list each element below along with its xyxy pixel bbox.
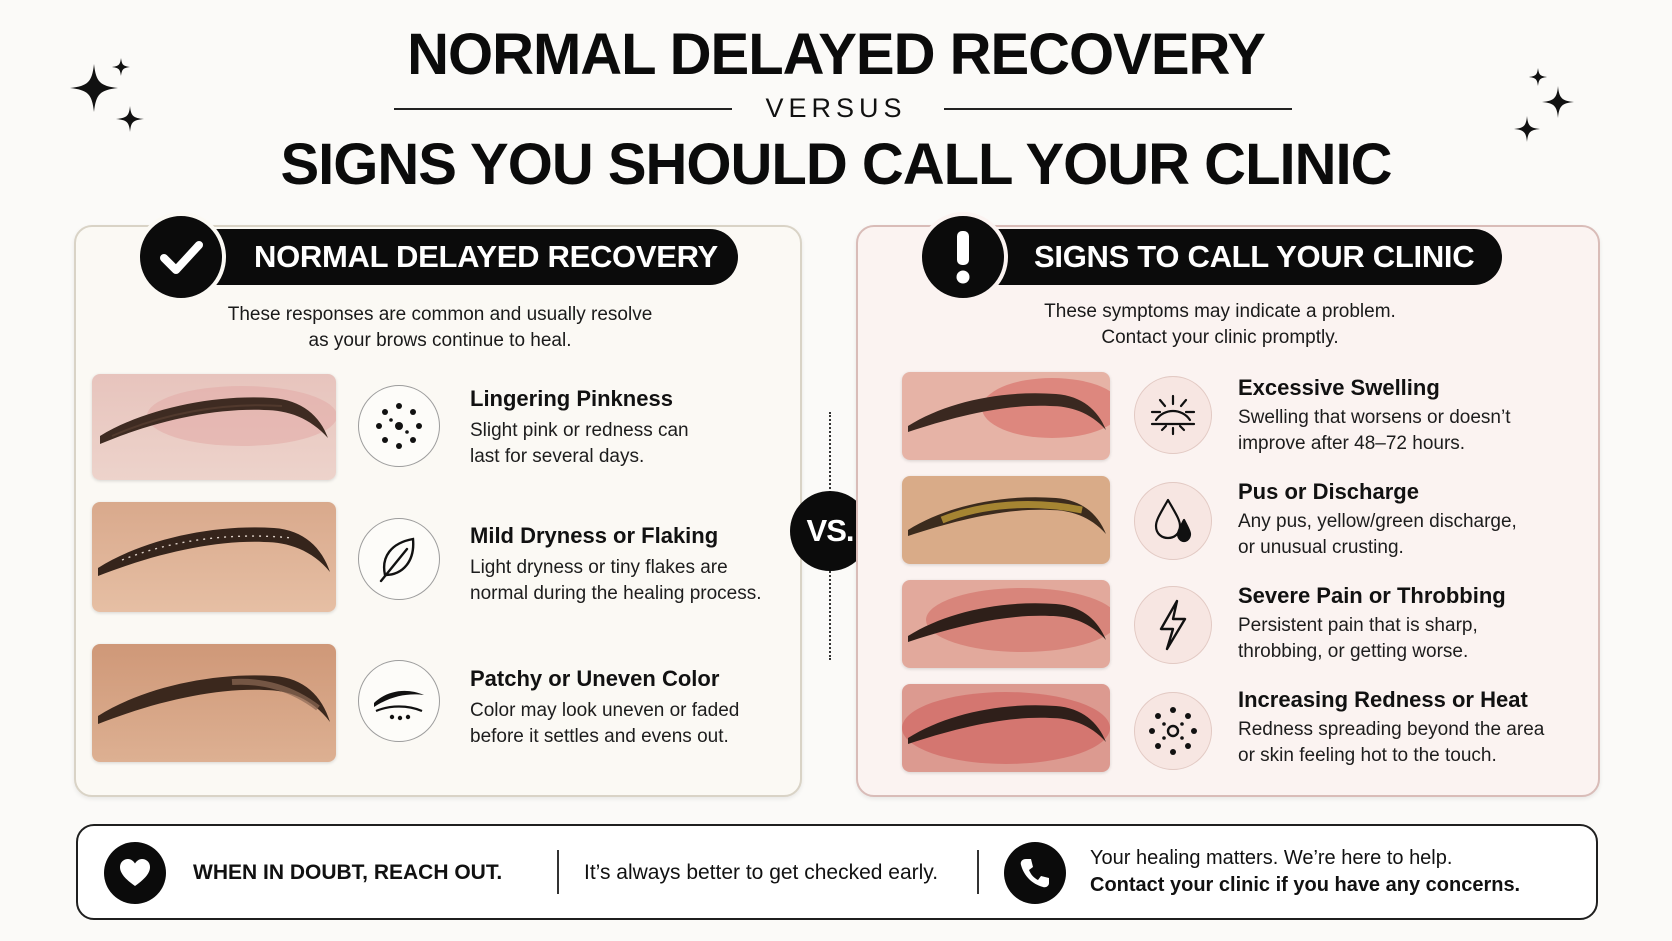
brow-icon <box>358 660 440 742</box>
footer-message: It’s always better to get checked early. <box>584 861 939 884</box>
leaf-icon <box>358 518 440 600</box>
list-item: Lingering Pinkness Slight pink or rednes… <box>470 385 790 470</box>
list-item: Mild Dryness or Flaking Light dryness or… <box>470 522 790 607</box>
item-title: Patchy or Uneven Color <box>470 666 720 691</box>
normal-recovery-heading: NORMAL DELAYED RECOVERY <box>180 229 738 285</box>
footer-contact-line: Contact your clinic if you have any conc… <box>1090 874 1521 896</box>
footer-banner <box>76 824 1598 920</box>
list-item: Increasing Redness or Heat Redness sprea… <box>1238 686 1584 769</box>
brow-photo-dryness <box>92 502 336 612</box>
item-description: Color may look uneven or faded <box>470 700 740 721</box>
item-title: Mild Dryness or Flaking <box>470 523 719 548</box>
normal-recovery-intro: These responses are common and usually r… <box>180 302 700 354</box>
brow-photo-redness <box>902 684 1110 772</box>
list-item: Severe Pain or Throbbing Persistent pain… <box>1238 582 1584 665</box>
item-description: before it settles and evens out. <box>470 726 729 747</box>
brow-photo-pinkness <box>92 374 336 480</box>
brow-photo-discharge <box>902 476 1110 564</box>
sparkle-right-icon <box>1514 68 1574 142</box>
list-item: Pus or Discharge Any pus, yellow/green d… <box>1238 478 1584 561</box>
item-description: Swelling that worsens or doesn’t <box>1238 407 1511 428</box>
item-description: Any pus, yellow/green discharge, <box>1238 511 1517 532</box>
item-title: Severe Pain or Throbbing <box>1238 583 1506 608</box>
item-description: normal during the healing process. <box>470 583 762 604</box>
title-rule-right <box>944 108 1292 110</box>
title-rule-left <box>394 108 732 110</box>
exclamation-icon <box>918 212 1008 302</box>
item-title: Increasing Redness or Heat <box>1238 687 1528 712</box>
item-description: Light dryness or tiny flakes are <box>470 557 728 578</box>
sparkle-left-icon <box>70 58 144 132</box>
list-item: Excessive Swelling Swelling that worsens… <box>1238 374 1584 457</box>
item-description: or skin feeling hot to the touch. <box>1238 745 1497 766</box>
item-description: Persistent pain that is sharp, <box>1238 615 1478 636</box>
droplets-icon <box>1134 482 1212 560</box>
item-description: last for several days. <box>470 446 645 467</box>
item-title: Excessive Swelling <box>1238 375 1440 400</box>
list-item: Patchy or Uneven Color Color may look un… <box>470 665 790 750</box>
lightning-icon <box>1134 586 1212 664</box>
redness-dots-icon <box>1134 692 1212 770</box>
footer-headline: WHEN IN DOUBT, REACH OUT. <box>193 861 503 884</box>
dotted-circle-icon <box>358 385 440 467</box>
phone-icon <box>1004 842 1066 904</box>
item-description: improve after 48–72 hours. <box>1238 433 1466 454</box>
item-title: Pus or Discharge <box>1238 479 1419 504</box>
brow-photo-pain <box>902 580 1110 668</box>
swelling-icon <box>1134 376 1212 454</box>
call-clinic-intro: These symptoms may indicate a problem. C… <box>960 299 1480 351</box>
intro-line: Contact your clinic promptly. <box>1101 327 1339 348</box>
brow-photo-uneven <box>92 644 336 762</box>
page-title-top: NORMAL DELAYED RECOVERY <box>407 22 1266 87</box>
intro-line: These responses are common and usually r… <box>227 304 653 325</box>
footer-divider <box>977 850 979 894</box>
intro-line: These symptoms may indicate a problem. <box>1044 301 1396 322</box>
item-description: throbbing, or getting worse. <box>1238 641 1469 662</box>
checkmark-icon <box>136 212 226 302</box>
item-description: or unusual crusting. <box>1238 537 1404 558</box>
call-clinic-heading: SIGNS TO CALL YOUR CLINIC <box>960 229 1502 285</box>
heart-icon <box>104 842 166 904</box>
intro-line: as your brows continue to heal. <box>308 330 572 351</box>
versus-label: VERSUS <box>765 93 907 123</box>
item-description: Slight pink or redness can <box>470 420 689 441</box>
item-title: Lingering Pinkness <box>470 386 673 411</box>
footer-support-line: Your healing matters. We’re here to help… <box>1090 847 1453 869</box>
footer-divider <box>557 850 559 894</box>
page-title-bottom: SIGNS YOU SHOULD CALL YOUR CLINIC <box>280 132 1393 197</box>
item-description: Redness spreading beyond the area <box>1238 719 1545 740</box>
brow-photo-swelling <box>902 372 1110 460</box>
